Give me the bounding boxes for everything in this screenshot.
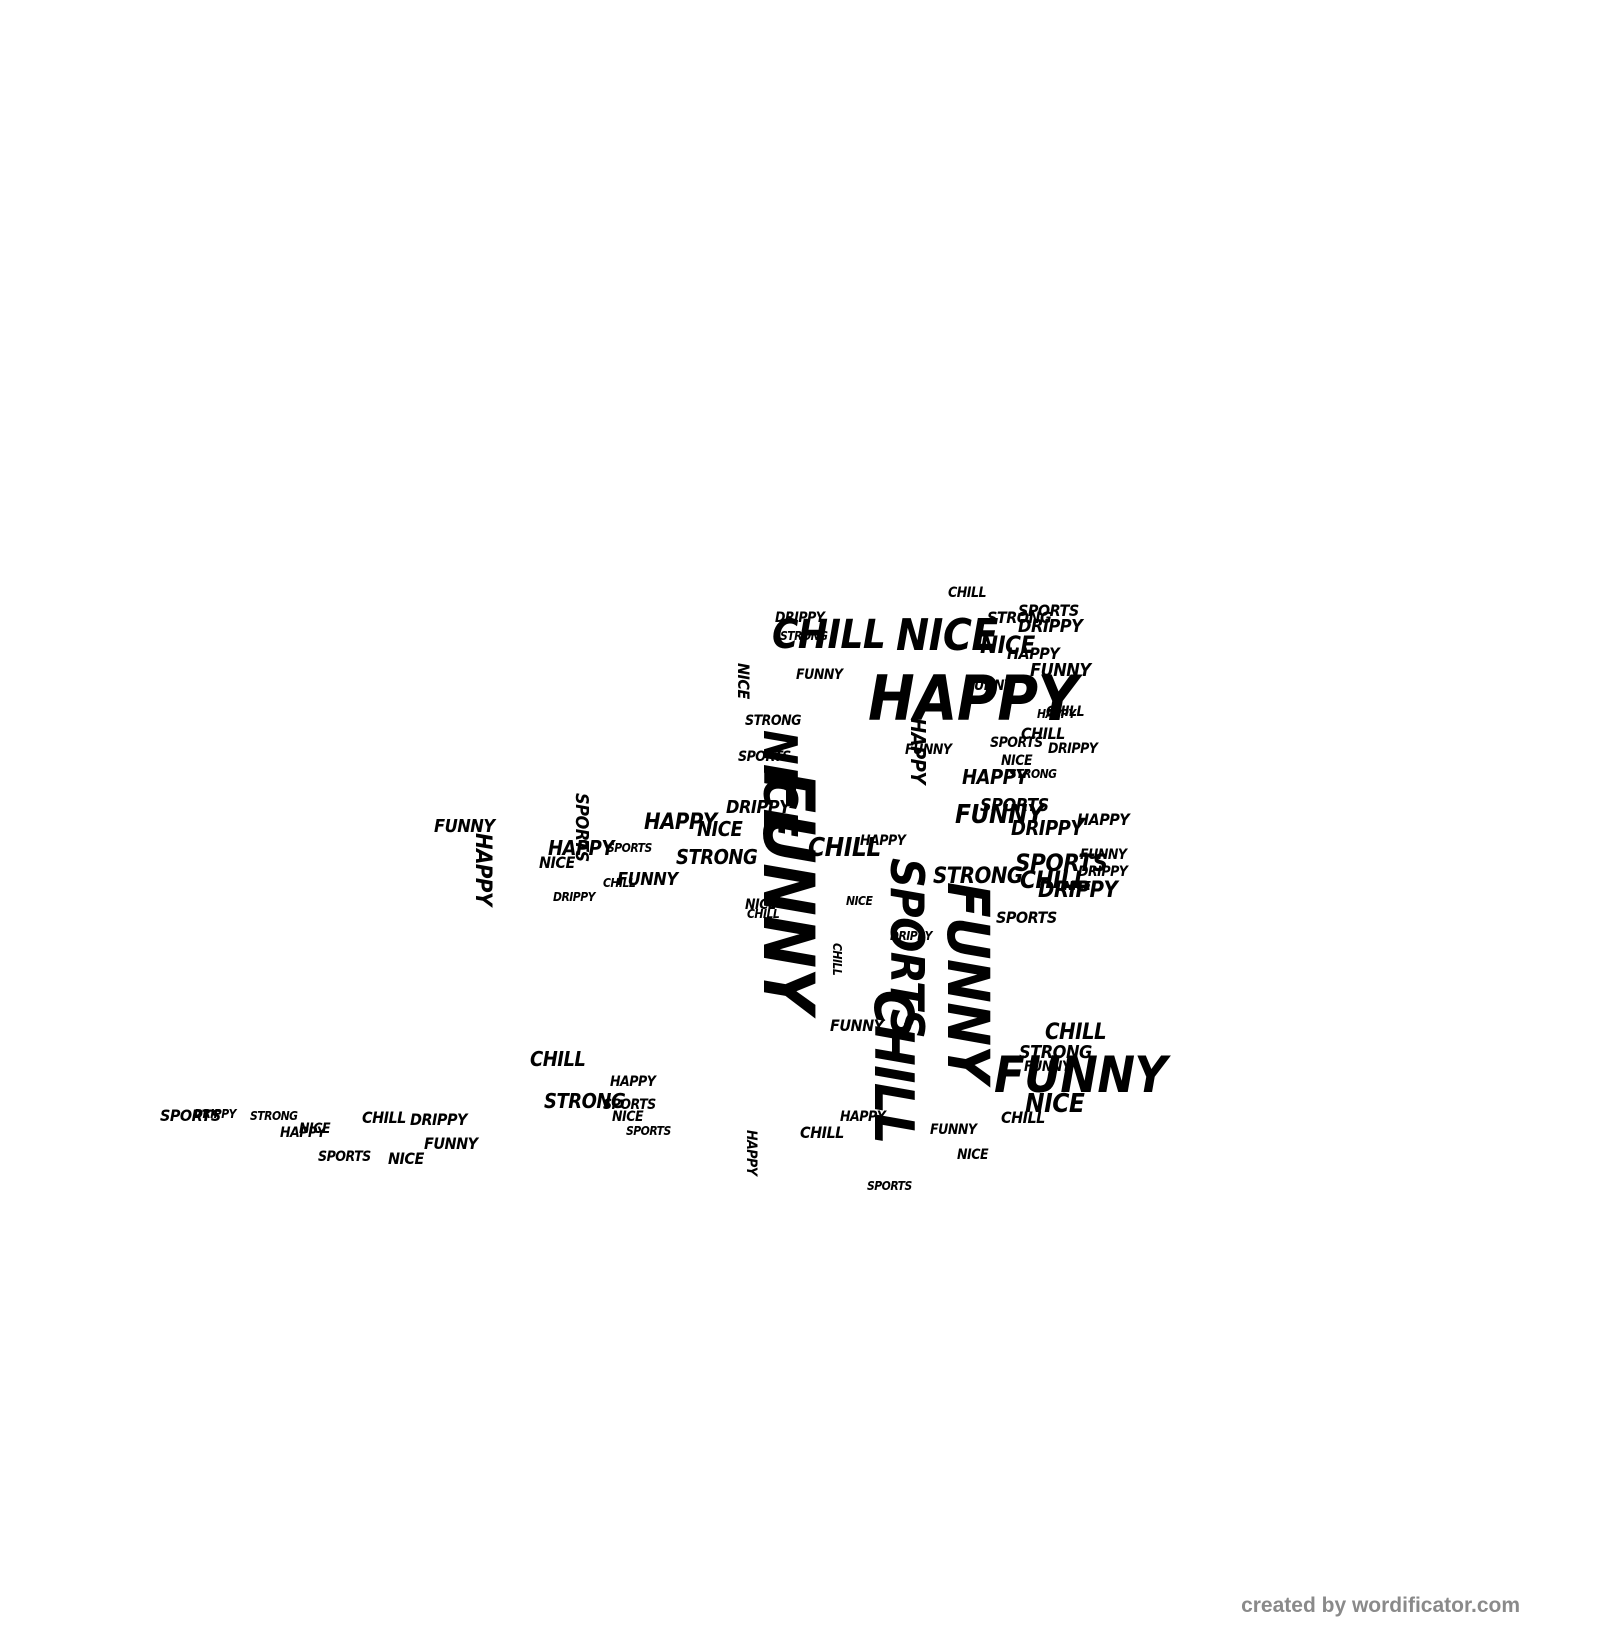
cloud-word: FUNNY <box>796 667 843 683</box>
cloud-word: SPORTS <box>990 735 1043 751</box>
cloud-word: CHILL <box>800 1123 844 1142</box>
cloud-word: SPORTS <box>738 749 791 765</box>
cloud-word: STRONG <box>544 1089 626 1113</box>
cloud-word: DRIPPY <box>890 929 932 943</box>
cloud-word: HAPPY <box>280 1125 326 1141</box>
cloud-word: CHILL <box>948 585 987 601</box>
cloud-word: CHILL <box>830 943 844 976</box>
cloud-word: STRONG <box>987 608 1052 627</box>
cloud-word: DRIPPY <box>410 1110 467 1129</box>
cloud-word: STRONG <box>1009 767 1057 781</box>
cloud-word: HAPPY <box>962 765 1028 789</box>
cloud-word: DRIPPY <box>726 797 791 818</box>
cloud-word: HAPPY <box>743 1130 759 1176</box>
cloud-word: FUNNY <box>905 742 952 758</box>
cloud-word: FUNNY <box>424 1134 478 1153</box>
cloud-word: CHILL <box>747 907 780 921</box>
cloud-word: FUNNY <box>617 869 678 890</box>
cloud-word: CHILL <box>1021 724 1065 743</box>
cloud-word: SPORTS <box>996 908 1057 927</box>
cloud-word: SPORTS <box>160 1106 221 1125</box>
cloud-word: HAPPY <box>548 836 614 860</box>
cloud-word: DRIPPY <box>1038 878 1118 903</box>
cloud-word: CHILL <box>362 1108 406 1127</box>
cloud-word: FUNNY <box>434 816 495 837</box>
cloud-word: FUNNY <box>934 882 1002 1083</box>
cloud-word: NICE <box>388 1149 424 1168</box>
cloud-word: FUNNY <box>1080 847 1127 863</box>
cloud-word: CHILL <box>1045 1020 1107 1045</box>
cloud-word: STRONG <box>1019 1042 1092 1063</box>
cloud-word: STRONG <box>745 713 801 729</box>
cloud-word: HAPPY <box>610 1074 656 1090</box>
cloud-word: CHILL <box>1046 704 1085 720</box>
cloud-word: STRONG <box>780 629 828 643</box>
cloud-word: DRIPPY <box>1048 741 1098 757</box>
cloud-word: NICE <box>980 631 1035 659</box>
cloud-word: CHILL <box>1001 1108 1045 1127</box>
cloud-word: NICE <box>846 894 873 908</box>
cloud-word: SPORTS <box>607 841 652 855</box>
cloud-word: FUNNY <box>830 1016 884 1035</box>
cloud-word: DRIPPY <box>1018 616 1083 637</box>
cloud-word: SPORTS <box>626 1124 671 1138</box>
cloud-word: DRIPPY <box>194 1107 236 1121</box>
cloud-word: FUNNY <box>1030 660 1091 681</box>
cloud-word: HAPPY <box>470 833 495 906</box>
cloud-word: NICE <box>745 897 777 913</box>
cloud-word: HAPPY <box>1077 810 1130 829</box>
cloud-word: NICE <box>612 1109 644 1125</box>
cloud-word: SPORTS <box>980 795 1049 816</box>
cloud-word: SPORTS <box>867 1179 912 1193</box>
cloud-word: SPORTS <box>1018 601 1079 620</box>
cloud-word: SPORTS <box>1015 849 1108 877</box>
cloud-word: NICE <box>1025 1089 1085 1119</box>
cloud-word: SPORTS <box>603 1097 656 1113</box>
cloud-word: NICE <box>957 1147 989 1163</box>
cloud-word: DRIPPY <box>1078 864 1128 880</box>
cloud-word: FUNNY <box>1024 1059 1071 1075</box>
cloud-word: NICE <box>299 1121 331 1137</box>
cloud-word: FUNNY <box>930 1122 977 1138</box>
cloud-word: HAPPY <box>1007 644 1060 663</box>
cloud-word: SPORTS <box>318 1149 371 1165</box>
cloud-word: NICE <box>1064 879 1091 893</box>
cloud-word: CHILL <box>808 833 881 863</box>
cloud-word: HAPPY <box>868 662 1078 735</box>
cloud-word: CHILL <box>603 876 636 890</box>
cloud-word: HAPPY <box>644 810 717 835</box>
cloud-word: STRONG <box>676 845 758 869</box>
cloud-word: FUNNY <box>994 1046 1167 1104</box>
cloud-word: CHILL <box>530 1047 586 1071</box>
cloud-word: HAPPY <box>1037 707 1076 721</box>
cloud-word: DRIPPY <box>553 890 595 904</box>
cloud-word: SPORTS <box>571 793 592 862</box>
cloud-word: CHILL <box>1020 866 1087 894</box>
cloud-word: HAPPY <box>840 1109 886 1125</box>
cloud-word: DRIPPY <box>1011 816 1083 840</box>
cloud-word: HAPPY <box>860 833 906 849</box>
cloud-word: STRONG <box>250 1109 298 1123</box>
cloud-word: CHILL <box>772 612 886 658</box>
cloud-word: FUNNY <box>955 800 1044 830</box>
cloud-word: NICE <box>1001 753 1033 769</box>
cloud-word: STRONG <box>933 864 1023 889</box>
cloud-word: NICE <box>896 610 998 661</box>
cloud-word: NICE <box>697 817 743 841</box>
credit-text[interactable]: created by wordificator.com <box>1241 1594 1520 1617</box>
cloud-word: DRIPPY <box>775 610 825 626</box>
cloud-word: FUNNY <box>966 678 1013 694</box>
cloud-word: NICE <box>539 853 575 872</box>
cloud-word: NICE <box>734 663 753 699</box>
